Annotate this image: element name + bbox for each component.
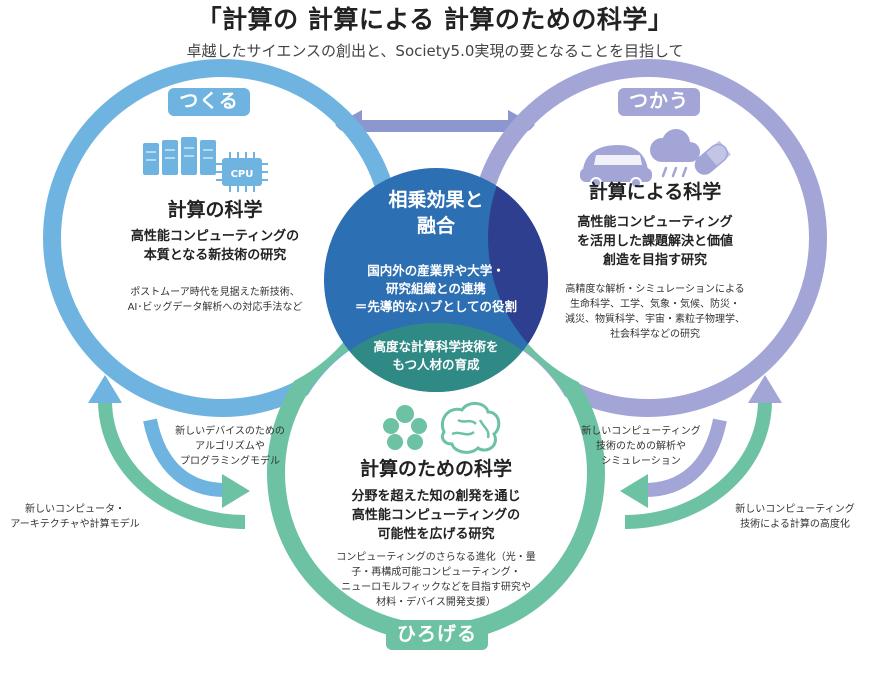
center-talent-line-2: もつ人材の育成: [392, 357, 480, 373]
right-inner-arrow: [620, 418, 727, 508]
right-detail-line-4: 社会科学などの研究: [610, 329, 700, 340]
right-sub: 高性能コンピューティング を活用した課題解決と価値 創造を目指す研究: [550, 214, 760, 271]
note-right-outer: 新しいコンピューティング 技術による計算の高度化: [720, 502, 870, 532]
label-tsukau: つかう: [628, 90, 689, 112]
car-icon: [580, 145, 652, 189]
cloud-rain-icon: [650, 129, 700, 178]
label-tsukuru: つくる: [179, 90, 239, 112]
note-left-inner-line-2: アルゴリズムや: [195, 441, 265, 452]
note-right-outer-line-2: 技術による計算の高度化: [740, 519, 850, 530]
right-detail: 高精度な解析・シミュレーションによる 生命科学、工学、気象・気候、防災・ 減災、…: [545, 282, 765, 342]
bottom-detail-line-3: ニューロモルフィックなどを目指す研究や: [341, 582, 531, 593]
left-sub-line-1: 高性能コンピューティングの: [130, 229, 300, 244]
note-right-inner-line-3: シミュレーション: [601, 456, 681, 467]
page-title: 「計算の 計算による 計算のための科学」: [196, 5, 674, 34]
left-detail-line-1: ポストムーア時代を見据えた新技術、: [130, 287, 300, 298]
note-left-outer: 新しいコンピュータ・ アーキテクチャや計算モデル: [0, 502, 150, 532]
tsukuru-label-bg: [168, 88, 250, 116]
right-outer-arrow: [624, 375, 782, 529]
center-title-line-2: 融合: [416, 214, 455, 237]
bottom-detail-line-1: コンピューティングのさらなる進化（光・量: [336, 552, 536, 563]
center-talent: 高度な計算科学技術を もつ人材の育成: [336, 338, 536, 374]
molecule-icon: [383, 405, 427, 450]
circle-bottom: [286, 323, 586, 623]
bottom-heading: 計算のための科学: [359, 458, 512, 480]
bottom-detail-line-2: 子・再構成可能コンピューティング・: [351, 567, 521, 578]
cpu-icon: CPU: [216, 152, 268, 192]
center-line-1: 国内外の産業界や大学・: [367, 263, 505, 278]
bottom-sub-line-2: 高性能コンピューティングの: [351, 507, 521, 523]
right-sub-line-1: 高性能コンピューティング: [577, 215, 733, 230]
server-icon: [143, 137, 216, 175]
right-detail-line-2: 生命科学、工学、気象・気候、防災・: [570, 299, 740, 310]
bottom-sub-line-1: 分野を超えた知の創発を通じ: [351, 489, 521, 504]
tsukau-label-bg: [618, 88, 700, 116]
note-left-inner: 新しいデバイスのための アルゴリズムや プログラミングモデル: [160, 424, 300, 469]
center-line-2: 研究組織との連携: [386, 281, 486, 297]
center-talent-line-1: 高度な計算科学技術を: [373, 339, 499, 354]
top-double-arrow: [333, 110, 537, 142]
left-detail-line-2: AI･ビッグデータ解析への対応手法など: [127, 302, 303, 313]
center-overlap: [324, 168, 548, 392]
bottom-sub-line-3: 可能性を広げる研究: [377, 526, 495, 542]
left-inner-arrow: [143, 418, 250, 508]
note-right-inner-line-1: 新しいコンピューティング: [581, 426, 701, 437]
note-left-outer-line-2: アーキテクチャや計算モデル: [10, 519, 140, 530]
page-subtitle: 卓越したサイエンスの創出と、Society5.0実現の要となることを目指して: [186, 42, 684, 60]
right-sub-line-2: を活用した課題解決と価値: [576, 233, 733, 249]
note-left-outer-line-1: 新しいコンピュータ・: [25, 504, 125, 515]
note-left-inner-line-1: 新しいデバイスのための: [175, 426, 285, 437]
left-sub: 高性能コンピューティングの 本質となる新技術の研究: [95, 228, 335, 266]
right-detail-line-1: 高精度な解析・シミュレーションによる: [565, 284, 745, 295]
right-detail-line-3: 減災、物質科学、宇宙・素粒子物理学、: [565, 314, 745, 325]
bottom-detail-line-4: 材料・デバイス開発支援）: [376, 597, 496, 608]
note-right-outer-line-1: 新しいコンピューティング: [735, 504, 855, 515]
center-title-line-1: 相乗効果と: [388, 189, 484, 211]
center-collaboration: 国内外の産業界や大学・ 研究組織との連携 ＝先導的なハブとしての役割: [326, 262, 546, 316]
right-heading: 計算による科学: [588, 181, 722, 203]
circle-right: [488, 78, 808, 398]
note-right-inner: 新しいコンピューティング 技術のための解析や シミュレーション: [566, 424, 716, 469]
bottom-detail: コンピューティングのさらなる進化（光・量 子・再構成可能コンピューティング・ ニ…: [326, 550, 546, 610]
brain-icon: [440, 402, 501, 454]
center-title: 相乗効果と 融合: [336, 188, 536, 239]
left-outer-arrow: [88, 375, 246, 529]
cpu-icon-label: CPU: [231, 169, 254, 180]
right-sub-line-3: 創造を目指す研究: [602, 252, 707, 268]
hirogeru-label-bg: [386, 620, 488, 650]
left-heading: 計算の科学: [167, 199, 263, 221]
label-hirogeru: ひろげる: [396, 623, 477, 645]
left-sub-line-2: 本質となる新技術の研究: [143, 247, 287, 263]
center-line-3: ＝先導的なハブとしての役割: [354, 299, 518, 315]
circle-left: [62, 78, 382, 398]
note-right-inner-line-2: 技術のための解析や: [596, 441, 686, 452]
note-left-inner-line-3: プログラミングモデル: [180, 456, 280, 467]
capsule-icon: [694, 140, 731, 175]
bottom-sub: 分野を超えた知の創発を通じ 高性能コンピューティングの 可能性を広げる研究: [316, 488, 556, 545]
left-detail: ポストムーア時代を見据えた新技術、 AI･ビッグデータ解析への対応手法など: [95, 285, 335, 315]
